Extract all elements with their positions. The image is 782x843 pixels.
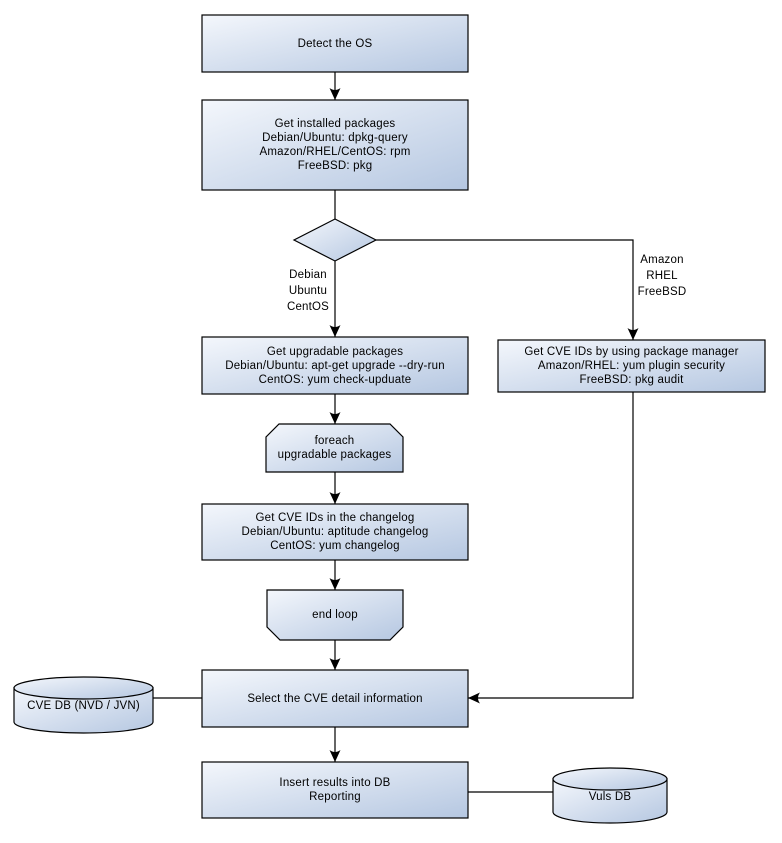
edge-pkgmgr-to-select: [468, 392, 634, 699]
edge-label-left-branch: Debian Ubuntu CentOS: [286, 269, 330, 313]
arrowhead-icon: [627, 328, 639, 340]
node-select-cve-detail-label: Select the CVE detail information: [247, 692, 423, 705]
arrowhead-icon: [329, 578, 341, 590]
edge-label-right-branch: Amazon RHEL FreeBSD: [637, 254, 687, 298]
arrowhead-icon: [329, 88, 341, 100]
node-end-loop-shape: [266, 589, 404, 641]
arrowhead-icon: [329, 412, 341, 424]
node-vuls-db-label: Vuls DB: [588, 791, 632, 803]
node-get-installed-packages-label: Get installed packages Debian/Ubuntu: dp…: [259, 118, 411, 172]
node-get-upgradable-packages-shape: [201, 336, 469, 395]
arrowhead-icon: [329, 492, 341, 504]
node-get-cve-ids-package-manager-label: Get CVE IDs by using package manager Ama…: [524, 346, 739, 386]
edge-decision-to-pkgmgr: [376, 239, 634, 340]
arrowhead-icon: [468, 692, 480, 704]
node-insert-results-label: Insert results into DB Reporting: [279, 777, 391, 803]
node-detect-os-shape: [201, 14, 469, 73]
node-select-cve-detail-shape: [201, 669, 469, 728]
node-foreach-loop-start-shape: [265, 423, 404, 473]
node-get-upgradable-packages-label: Get upgradable packages Debian/Ubuntu: a…: [225, 345, 445, 386]
arrowhead-icon: [329, 750, 341, 762]
node-cve-db-label: CVE DB (NVD / JVN): [27, 700, 140, 712]
node-vuls-db-cylinder: [552, 767, 668, 824]
node-end-loop-label: end loop: [312, 609, 358, 621]
arrowhead-icon: [329, 658, 341, 670]
node-detect-os-label: Detect the OS: [297, 37, 373, 50]
node-get-cve-ids-package-manager-shape: [497, 339, 766, 393]
node-get-cve-ids-changelog-shape: [201, 503, 469, 561]
node-get-installed-packages-shape: [201, 99, 469, 191]
node-os-decision-diamond: [292, 218, 378, 262]
arrowhead-icon: [329, 325, 341, 337]
node-insert-results-shape: [201, 761, 469, 819]
node-foreach-loop-start-label: foreach upgradable packages: [277, 435, 392, 461]
node-get-cve-ids-changelog-label: Get CVE IDs in the changelog Debian/Ubun…: [241, 512, 429, 552]
node-cve-db-cylinder: [13, 676, 154, 734]
